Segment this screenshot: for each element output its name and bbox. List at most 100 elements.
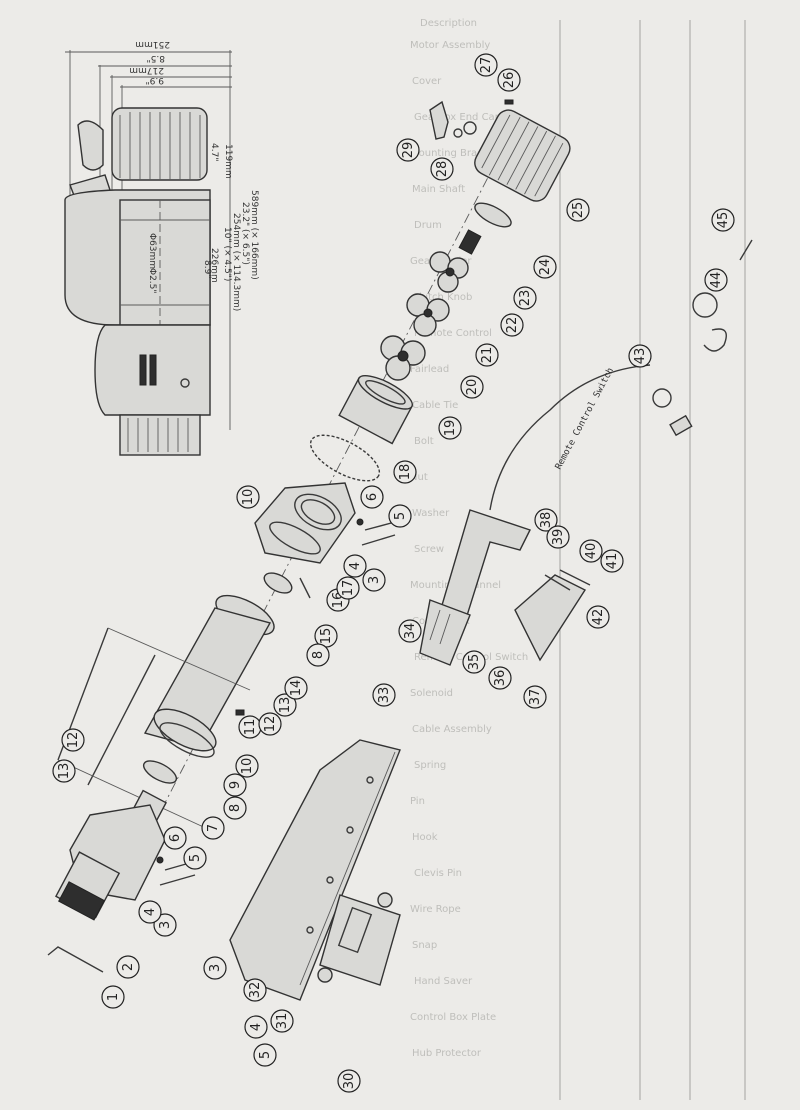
- callout-label: 3: [208, 964, 223, 972]
- callout-10: 10: [235, 754, 259, 778]
- callout-17: 17: [336, 576, 360, 600]
- callout-32: 32: [243, 978, 267, 1002]
- dim-width-2: 8.5": [147, 53, 165, 63]
- callout-39: 39: [546, 525, 570, 549]
- dim-overall-width: 251mm: [135, 39, 170, 49]
- callout-label: 6: [168, 834, 183, 842]
- table-row: Hand Saver: [414, 976, 473, 987]
- callout-10: 10: [236, 485, 260, 509]
- callout-label: 17: [341, 580, 356, 597]
- callout-38: 38: [534, 508, 558, 532]
- table-row: Wire Rope: [410, 904, 461, 915]
- callout-4: 4: [244, 1015, 268, 1039]
- table-row: Pin: [410, 796, 425, 807]
- gear-carrier-22-part: [429, 251, 469, 293]
- callout-label: 29: [401, 142, 416, 159]
- callout-label: 11: [243, 719, 258, 736]
- callout-label: 7: [206, 824, 221, 832]
- callout-label: 6: [365, 493, 380, 501]
- callout-label: 10: [241, 489, 256, 506]
- callout-42: 42: [586, 605, 610, 629]
- motor-cap-part: [474, 109, 571, 202]
- callout-label: 13: [278, 697, 293, 714]
- callout-15: 15: [314, 624, 338, 648]
- table-row: Hook: [412, 832, 438, 843]
- bolt-15-part: [299, 577, 311, 599]
- callout-43: 43: [628, 344, 652, 368]
- motor-end-cap-shape: [111, 107, 208, 181]
- table-row: Mounting Bracket: [410, 148, 498, 159]
- callout-4: 4: [343, 554, 367, 578]
- callout-5: 5: [183, 846, 207, 870]
- table-row: Motor Assembly: [410, 40, 490, 51]
- callout-label: 14: [289, 680, 304, 697]
- callout-label: 28: [435, 161, 450, 178]
- dim-width-4: 9.9": [146, 75, 164, 85]
- table-row: Cover: [412, 76, 442, 87]
- callout-label: 2: [121, 963, 136, 971]
- callout-label: 8: [311, 651, 326, 659]
- callout-label: 3: [158, 921, 173, 929]
- callout-34: 34: [398, 619, 422, 643]
- dim-width-3: 217mm: [129, 65, 164, 75]
- callout-label: 40: [584, 543, 599, 560]
- callout-label: 12: [263, 716, 278, 733]
- callout-5: 5: [253, 1043, 277, 1067]
- callout-label: 20: [465, 379, 480, 396]
- dim-drum-dia-mm: Φ63mm: [147, 233, 157, 269]
- callout-26: 26: [497, 68, 521, 92]
- callout-label: 38: [539, 512, 554, 529]
- callout-label: 22: [505, 317, 520, 334]
- callout-label: 18: [398, 464, 413, 481]
- callout-label: 30: [342, 1073, 357, 1090]
- disc-part: [474, 202, 512, 228]
- callout-18: 18: [393, 460, 417, 484]
- callout-14: 14: [284, 676, 308, 700]
- callout-3: 3: [362, 568, 386, 592]
- table-row: Fairlead: [410, 364, 449, 375]
- callout-11: 11: [238, 715, 262, 739]
- fairlead-part: [317, 892, 401, 986]
- callout-5: 5: [388, 504, 412, 528]
- callout-40: 40: [579, 539, 603, 563]
- callout-label: 42: [591, 609, 606, 626]
- callout-label: 27: [479, 57, 494, 74]
- callout-23: 23: [513, 286, 537, 310]
- callout-label: 32: [248, 982, 263, 999]
- bushing-lower-part: [142, 760, 178, 784]
- clutch-knob-shape: [119, 414, 201, 456]
- dim-len-4: 23.2" (× 6.5"): [240, 202, 250, 265]
- callout-22: 22: [500, 313, 524, 337]
- dimension-view: 251mm 8.5" 217mm 9.9": [64, 39, 259, 456]
- dim-height-mm: 119mm: [223, 144, 233, 179]
- callout-label: 5: [188, 854, 203, 862]
- callout-9: 9: [223, 773, 247, 797]
- remote-control-label: Remote Control Switch: [554, 366, 616, 471]
- ring-gear-part: [338, 375, 413, 445]
- callout-label: 10: [240, 758, 255, 775]
- clutch-handle-part: [429, 100, 449, 140]
- callout-25: 25: [566, 198, 590, 222]
- callout-label: 39: [551, 529, 566, 546]
- callout-label: 26: [502, 72, 517, 89]
- callout-29: 29: [396, 138, 420, 162]
- callout-label: 33: [377, 687, 392, 704]
- table-row: Bolt: [414, 436, 434, 447]
- table-row: Snap: [412, 940, 437, 951]
- callout-31: 31: [270, 1009, 294, 1033]
- dim-len-1-mm: 226mm: [209, 248, 219, 283]
- callout-37: 37: [523, 685, 547, 709]
- table-row: Main Shaft: [412, 184, 465, 195]
- callout-13: 13: [52, 759, 76, 783]
- callout-24: 24: [533, 255, 557, 279]
- callout-13: 13: [273, 693, 297, 717]
- control-box-part: [419, 509, 531, 666]
- callout-label: 19: [443, 420, 458, 437]
- table-row: Clutch Knob: [412, 292, 472, 303]
- table-row: Cable Assembly: [412, 724, 492, 735]
- table-row: Control Box Plate: [410, 1012, 496, 1023]
- callout-label: 9: [228, 781, 243, 789]
- callout-27: 27: [474, 53, 498, 77]
- callout-3: 3: [203, 956, 227, 980]
